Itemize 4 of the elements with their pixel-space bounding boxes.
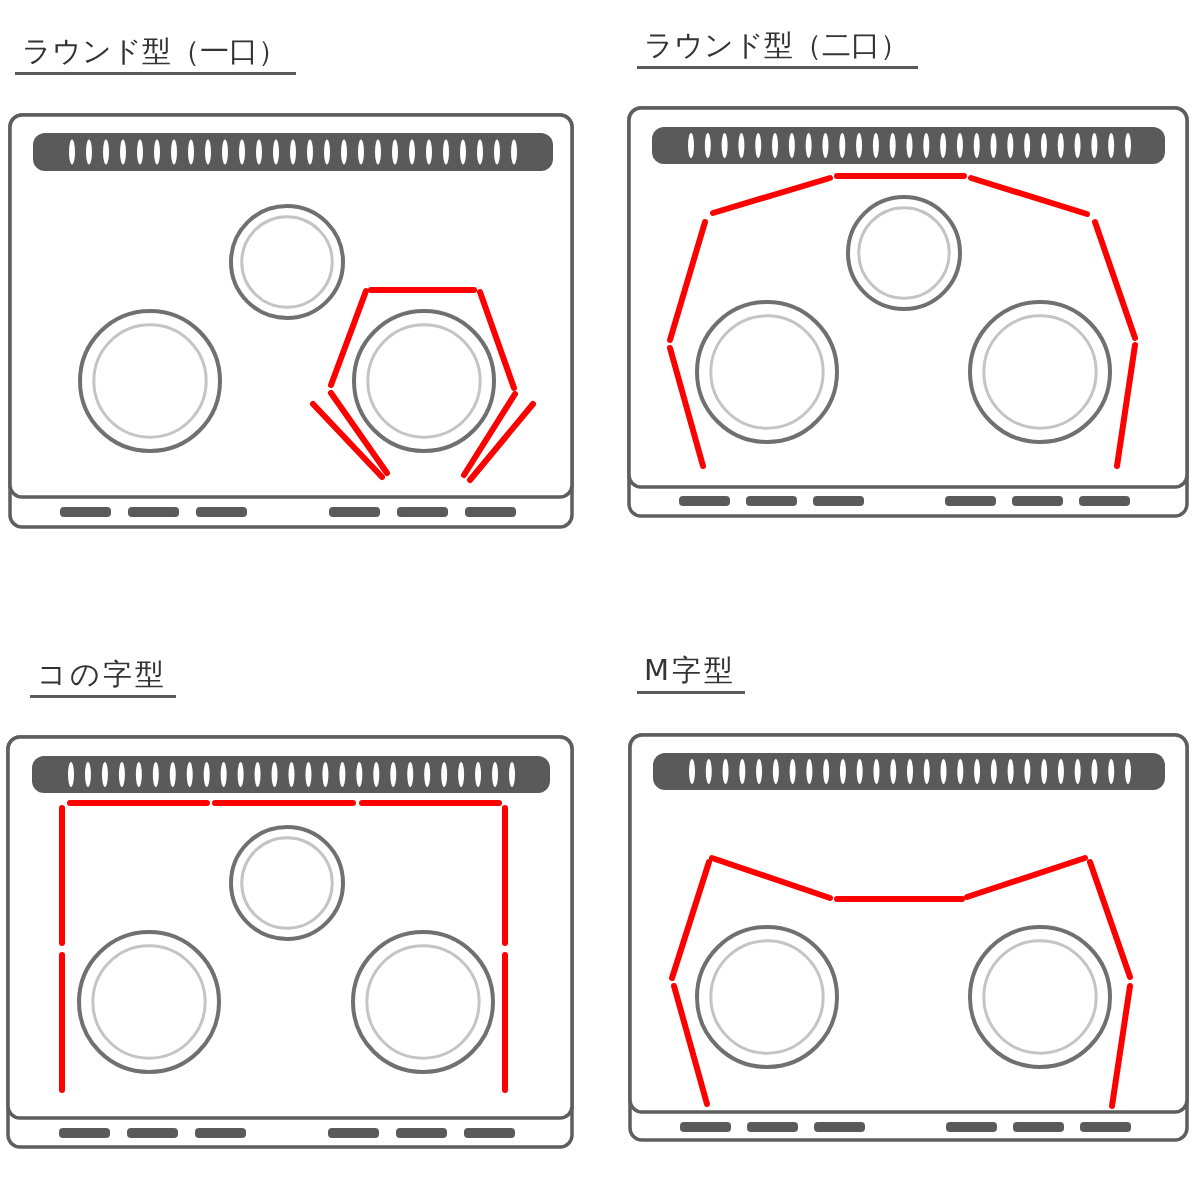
heading: コの字型 bbox=[30, 656, 176, 698]
heading: ラウンド型（二口） bbox=[637, 27, 918, 69]
heading: ラウンド型（一口） bbox=[15, 33, 296, 75]
heading: M字型 bbox=[637, 652, 746, 694]
